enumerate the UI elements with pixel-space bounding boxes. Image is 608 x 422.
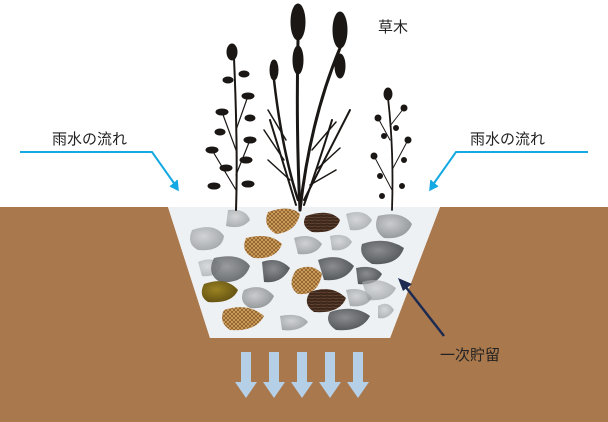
soil: [0, 207, 608, 422]
arrow-down-icon: [235, 352, 369, 398]
arrow-down-right-icon: [20, 151, 179, 192]
stone-fill: [190, 208, 412, 331]
plant-left: [205, 43, 257, 211]
plant-right: [370, 87, 412, 211]
arrow-down-left-icon: [429, 151, 588, 192]
plants: [205, 3, 412, 212]
plant-center: [263, 3, 351, 212]
plants-label: 草木: [378, 18, 409, 36]
arrow-up-left-icon: [398, 278, 445, 337]
rain-flow-left-label: 雨水の流れ: [52, 130, 128, 148]
rain-flow-right-label: 雨水の流れ: [470, 130, 546, 148]
temporary-storage-label: 一次貯留: [440, 346, 501, 364]
